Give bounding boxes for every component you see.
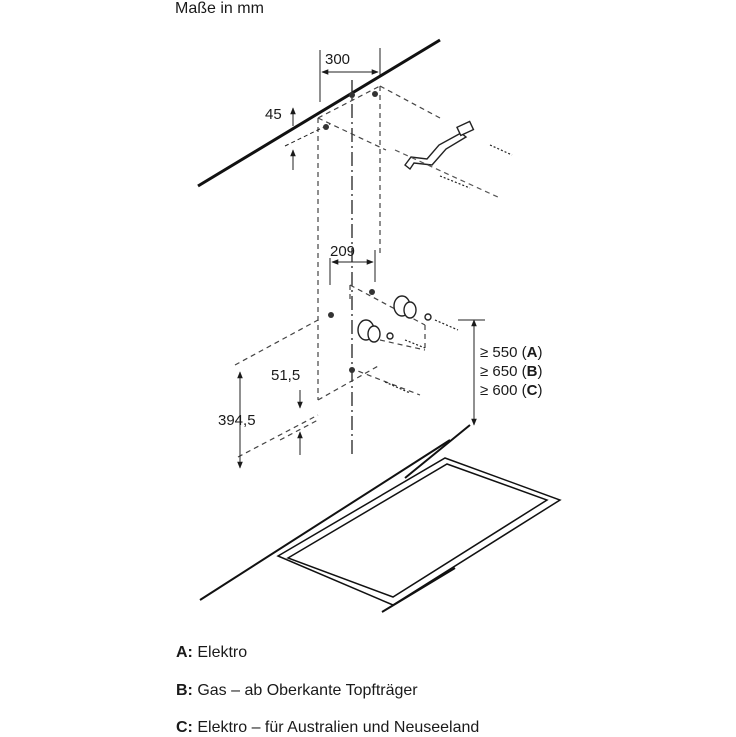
worktop-back-edge (381, 567, 456, 613)
dim-45-label: 45 (265, 106, 282, 123)
dim-394-5-label: 394,5 (218, 412, 256, 429)
legend-item-a: A: Elektro (176, 644, 248, 661)
wall-plugs (357, 295, 432, 343)
height-label-a: ≥ 550 (A) (480, 344, 542, 361)
dim-209-label: 209 (330, 243, 355, 260)
height-label-b: ≥ 650 (B) (480, 363, 542, 380)
height-label-c: ≥ 600 (C) (480, 382, 542, 399)
ceiling-line (197, 38, 441, 188)
legend-item-c: C: Elektro – für Australien und Neuseela… (176, 719, 480, 736)
lower-screw-markers (328, 289, 375, 373)
hood-lower-outline (234, 284, 426, 458)
dimension-300: 300 (319, 48, 381, 102)
dimension-209: 209 (329, 243, 376, 285)
upper-screw-markers (323, 91, 378, 130)
worktop-edge (199, 439, 451, 601)
cooktop (276, 457, 562, 606)
cooktop-reference-line (404, 424, 471, 479)
dim-300-label: 300 (325, 51, 350, 68)
units-title: Maße in mm (175, 0, 264, 17)
dimension-394-5: 394,5 (218, 371, 256, 469)
legend-item-b: B: Gas – ab Oberkante Topfträger (176, 682, 418, 699)
chimney-upper-outline (317, 85, 441, 400)
dimension-45: 45 (265, 106, 331, 170)
lower-screws (384, 319, 459, 394)
dim-51-5-label: 51,5 (271, 367, 300, 384)
height-labels: ≥ 550 (A) ≥ 650 (B) ≥ 600 (C) (480, 344, 542, 399)
height-dimension (458, 319, 485, 426)
wall-bracket (404, 120, 475, 171)
bracket-screws (394, 144, 513, 199)
dimension-51-5: 51,5 (271, 367, 303, 455)
